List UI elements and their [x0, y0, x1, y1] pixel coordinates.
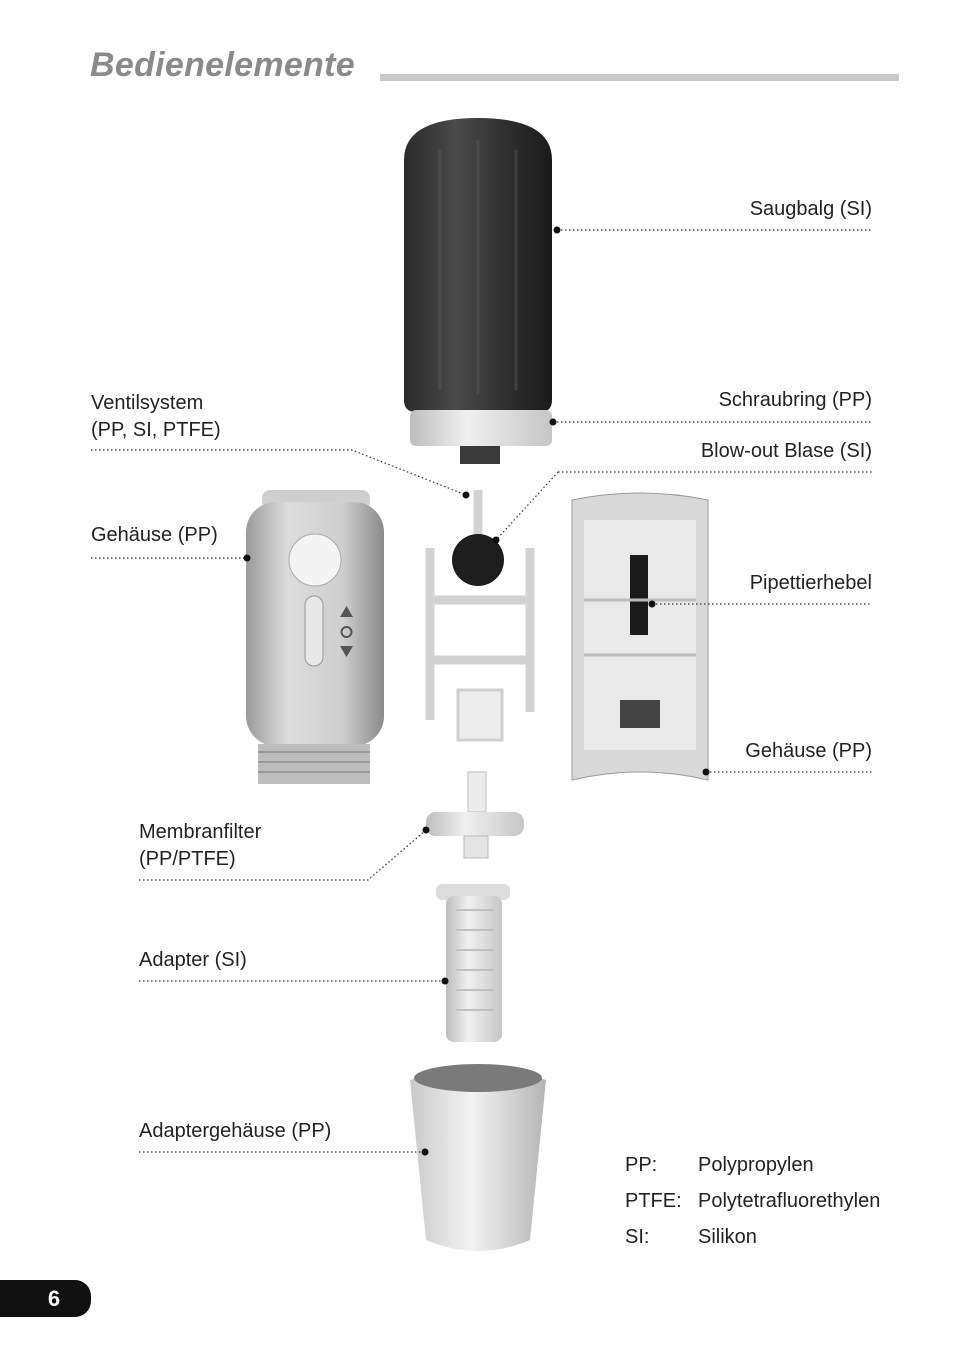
schraubring-shape	[410, 410, 552, 446]
label-saugbalg: Saugbalg (SI)	[749, 198, 872, 220]
gehaeuse-right-shape	[571, 492, 709, 781]
label-gehaeuse-right: Gehäuse (PP)	[745, 740, 872, 762]
label-membranfilter-line2: (PP/PTFE)	[139, 848, 236, 870]
legend-key: SI:	[625, 1226, 650, 1248]
legend-value: Polypropylen	[698, 1154, 814, 1176]
legend-row: SI: Silikon	[625, 1219, 880, 1255]
title-rule	[380, 74, 899, 81]
label-pipettierhebel: Pipettierhebel	[749, 572, 872, 594]
legend-value: Polytetrafluorethylen	[698, 1190, 881, 1212]
label-membranfilter-line1: Membranfilter	[139, 821, 262, 843]
gehaeuse-left-shape	[246, 490, 384, 784]
legend-row: PTFE: Polytetrafluorethylen	[625, 1183, 880, 1219]
membranfilter-shape	[426, 771, 524, 859]
label-ventilsystem-line1: Ventilsystem	[91, 392, 204, 414]
adapter-shape	[436, 884, 510, 1042]
blowout-blase-shape	[452, 534, 504, 586]
label-ventilsystem-line2: (PP, SI, PTFE)	[91, 419, 221, 441]
legend-key: PTFE:	[625, 1190, 682, 1212]
leader-lines	[91, 229, 872, 1153]
legend-key: PP:	[625, 1154, 658, 1176]
label-ventilsystem: Ventilsystem (PP, SI, PTFE)	[91, 390, 221, 444]
label-blowout: Blow-out Blase (SI)	[700, 440, 872, 462]
legend-row: PP: Polypropylen	[625, 1147, 880, 1183]
ventilsystem-shape	[425, 490, 535, 742]
label-schraubring: Schraubring (PP)	[718, 389, 872, 411]
saugbalg-bulb	[404, 118, 552, 464]
label-gehaeuse-left: Gehäuse (PP)	[91, 524, 218, 546]
page-title: Bedienelemente	[90, 46, 355, 84]
materials-legend: PP: Polypropylen PTFE: Polytetrafluoreth…	[625, 1147, 880, 1255]
label-adaptergehaeuse: Adaptergehäuse (PP)	[139, 1120, 332, 1142]
legend-value: Silikon	[698, 1226, 757, 1248]
label-membranfilter: Membranfilter (PP/PTFE)	[139, 819, 261, 873]
page-number: 6	[47, 1286, 61, 1311]
adaptergehaeuse-shape	[410, 1064, 546, 1251]
leader-dots	[243, 226, 710, 1156]
label-adapter: Adapter (SI)	[139, 949, 247, 971]
page-number-tab	[0, 1280, 91, 1317]
